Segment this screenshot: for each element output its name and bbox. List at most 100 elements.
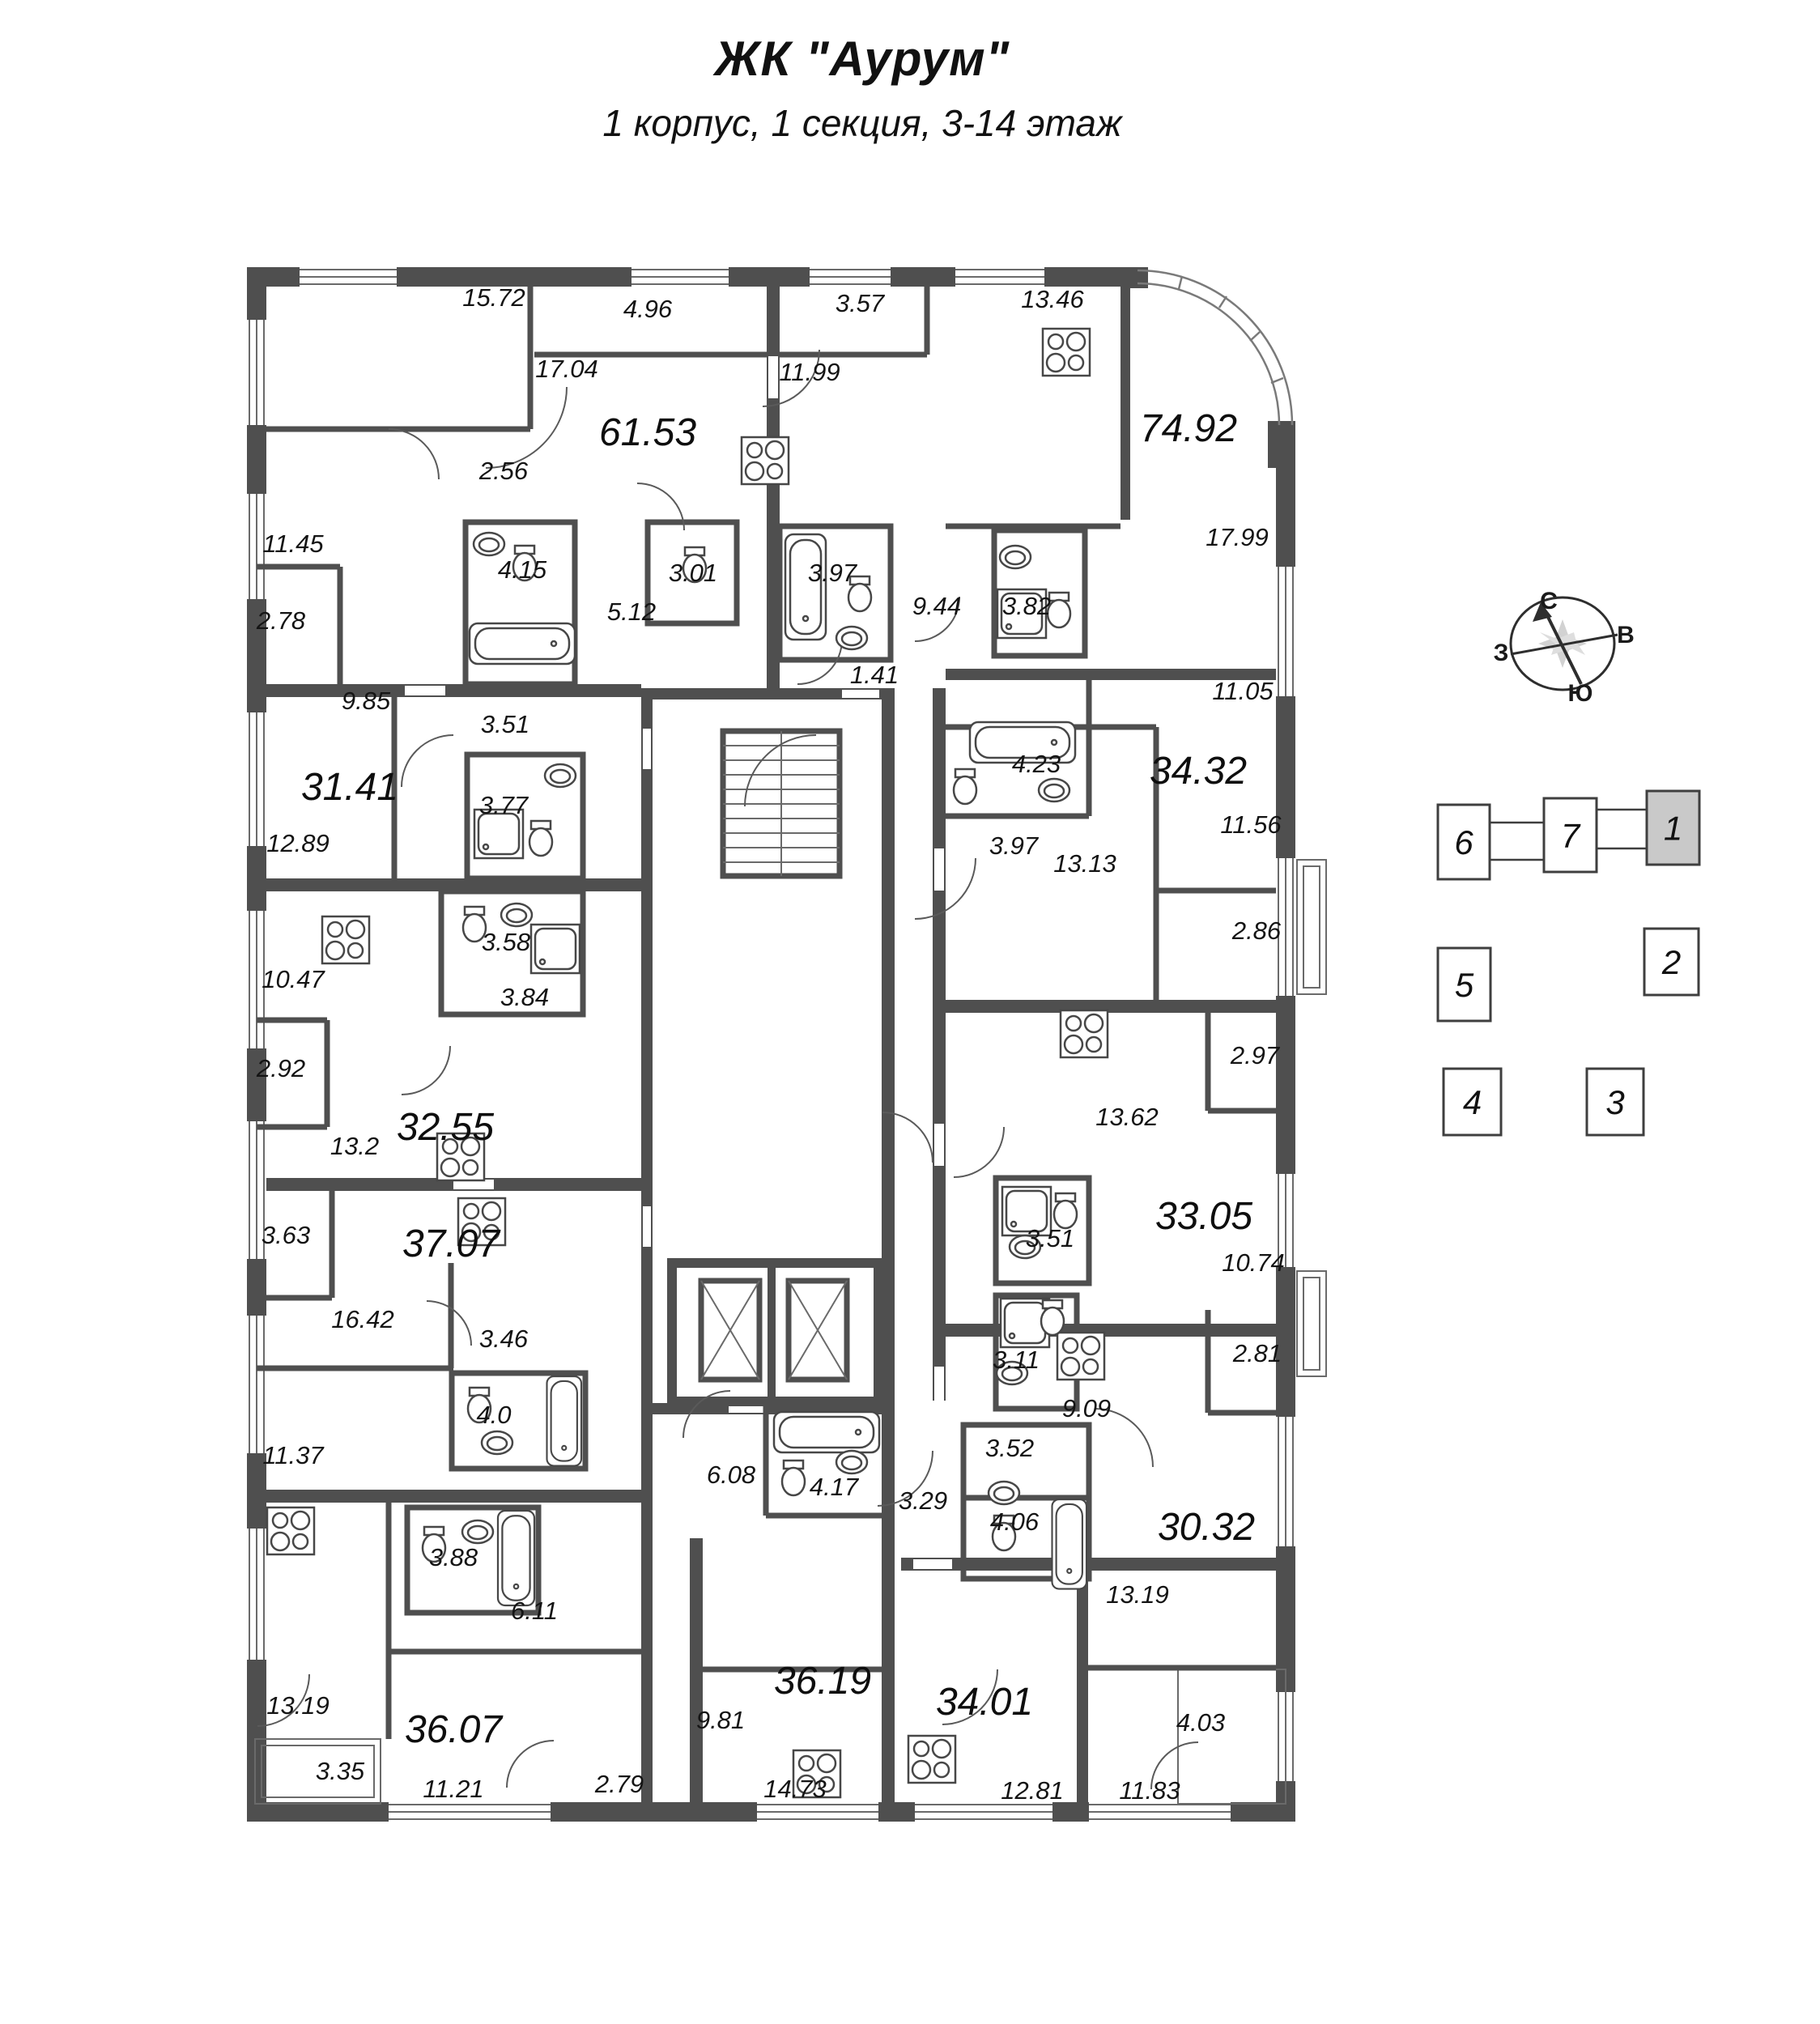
room-area-label: 3.82 <box>1002 592 1051 620</box>
sink-icon <box>835 625 869 651</box>
room-area-label: 3.11 <box>993 1346 1040 1374</box>
page-title: ЖК "Аурум" <box>714 32 1010 86</box>
room-area-label: 3.97 <box>989 831 1040 860</box>
facade-windows <box>247 267 1327 1822</box>
room-area-label: 17.99 <box>1206 523 1269 551</box>
apartment-area-label: 36.19 <box>774 1660 871 1703</box>
section-key-box-4[interactable] <box>1442 1067 1503 1137</box>
section-key-diagram: 6 7 1 5 2 4 3 <box>1436 789 1701 1137</box>
room-area-label: 3.01 <box>669 559 717 587</box>
room-area-label: 3.51 <box>1026 1224 1074 1252</box>
section-key-number-7[interactable]: 7 <box>1561 817 1581 855</box>
room-area-label: 13.19 <box>1106 1580 1169 1609</box>
room-area-label: 3.63 <box>262 1221 310 1249</box>
door-arcs <box>257 349 1199 1790</box>
bathtub-icon <box>784 533 827 641</box>
stove-icon <box>907 1734 957 1784</box>
elevator-right-icon <box>785 1278 850 1383</box>
room-area-label: 13.2 <box>330 1132 379 1160</box>
apartment-area-label: 34.01 <box>936 1681 1033 1724</box>
sink-icon <box>543 763 577 789</box>
curved-balcony-glazing <box>1137 269 1294 426</box>
room-area-label: 3.29 <box>899 1486 947 1515</box>
room-area-label: 4.06 <box>990 1507 1040 1536</box>
room-area-label: 14.73 <box>763 1775 827 1803</box>
room-area-label: 2.97 <box>1230 1041 1281 1069</box>
room-area-label: 4.0 <box>476 1401 511 1429</box>
compass-direction-label: З <box>1494 640 1509 666</box>
toilet-icon <box>952 768 978 806</box>
bathtub-icon <box>468 622 576 665</box>
room-area-label: 11.56 <box>1220 810 1282 839</box>
apartment-area-label: 31.41 <box>301 766 398 809</box>
room-area-label: 6.11 <box>511 1597 558 1625</box>
bathtub-icon <box>772 1410 881 1454</box>
sink-icon <box>480 1430 514 1456</box>
room-area-label: 16.42 <box>331 1305 394 1333</box>
room-area-label: 11.05 <box>1212 677 1274 705</box>
toilet-icon <box>528 819 554 857</box>
stove-icon <box>266 1506 316 1556</box>
section-key-number-4[interactable]: 4 <box>1463 1083 1482 1121</box>
toilet-icon <box>1046 591 1072 629</box>
room-area-label: 3.58 <box>482 928 531 956</box>
section-key-box-2[interactable] <box>1643 927 1700 997</box>
section-key-box-3[interactable] <box>1585 1067 1645 1137</box>
room-area-label: 3.84 <box>500 983 549 1011</box>
sink-icon <box>998 544 1032 570</box>
room-area-label: 4.23 <box>1012 750 1061 778</box>
room-area-label: 11.45 <box>262 529 324 558</box>
section-key-number-3[interactable]: 3 <box>1605 1083 1624 1121</box>
room-area-label: 13.13 <box>1053 849 1116 878</box>
room-area-label: 9.81 <box>696 1706 745 1734</box>
room-area-label: 3.52 <box>985 1434 1034 1462</box>
room-area-label: 2.92 <box>256 1054 305 1082</box>
section-key-box-7[interactable] <box>1542 797 1598 874</box>
elevator-left-icon <box>698 1278 763 1383</box>
side-balconies <box>254 859 1327 1805</box>
section-key-box-5[interactable] <box>1436 946 1492 1023</box>
room-area-label: 2.81 <box>1232 1339 1282 1367</box>
sink-icon <box>461 1519 495 1545</box>
bathtub-icon <box>1051 1498 1088 1590</box>
plan-header: ЖК "Аурум" 1 корпус, 1 секция, 3-14 этаж <box>0 31 1724 145</box>
room-area-label: 12.89 <box>266 829 330 857</box>
room-area-label: 2.79 <box>594 1770 644 1798</box>
section-key-number-5[interactable]: 5 <box>1455 966 1474 1004</box>
section-key-box-1[interactable] <box>1645 789 1701 866</box>
room-area-label: 3.77 <box>479 791 529 819</box>
page-subtitle: 1 корпус, 1 секция, 3-14 этаж <box>602 102 1122 144</box>
apartment-area-label: 30.32 <box>1158 1506 1255 1549</box>
room-area-label: 3.97 <box>808 559 858 587</box>
apartment-area-label: 32.55 <box>397 1106 494 1149</box>
room-area-label: 10.74 <box>1222 1248 1285 1277</box>
section-key-number-2[interactable]: 2 <box>1661 943 1681 981</box>
room-area-label: 3.57 <box>836 289 886 317</box>
sink-icon <box>500 902 534 928</box>
sink-icon <box>472 531 506 557</box>
apartment-area-label: 36.07 <box>405 1708 504 1751</box>
room-area-label: 3.51 <box>481 710 529 738</box>
room-area-label: 13.62 <box>1095 1103 1159 1131</box>
sink-icon <box>1037 777 1071 803</box>
room-area-label: 3.46 <box>479 1325 529 1353</box>
sink-icon <box>835 1449 869 1475</box>
section-key-number-6[interactable]: 6 <box>1454 823 1473 861</box>
room-area-label: 2.86 <box>1231 916 1282 945</box>
room-area-label: 3.88 <box>429 1543 478 1571</box>
room-area-label: 5.12 <box>607 597 656 626</box>
elevator-shafts <box>667 1258 883 1406</box>
apartment-area-label: 37.07 <box>402 1222 501 1265</box>
bathtub-icon <box>546 1375 583 1467</box>
room-area-label: 1.41 <box>850 661 899 689</box>
section-key-box-6[interactable] <box>1436 803 1491 881</box>
apartment-area-label: 33.05 <box>1155 1195 1252 1238</box>
staircase <box>720 728 843 879</box>
section-key-number-1[interactable]: 1 <box>1664 810 1682 848</box>
room-area-label: 9.44 <box>912 592 961 620</box>
room-area-label: 11.21 <box>423 1775 483 1803</box>
room-area-label: 9.09 <box>1062 1394 1111 1422</box>
